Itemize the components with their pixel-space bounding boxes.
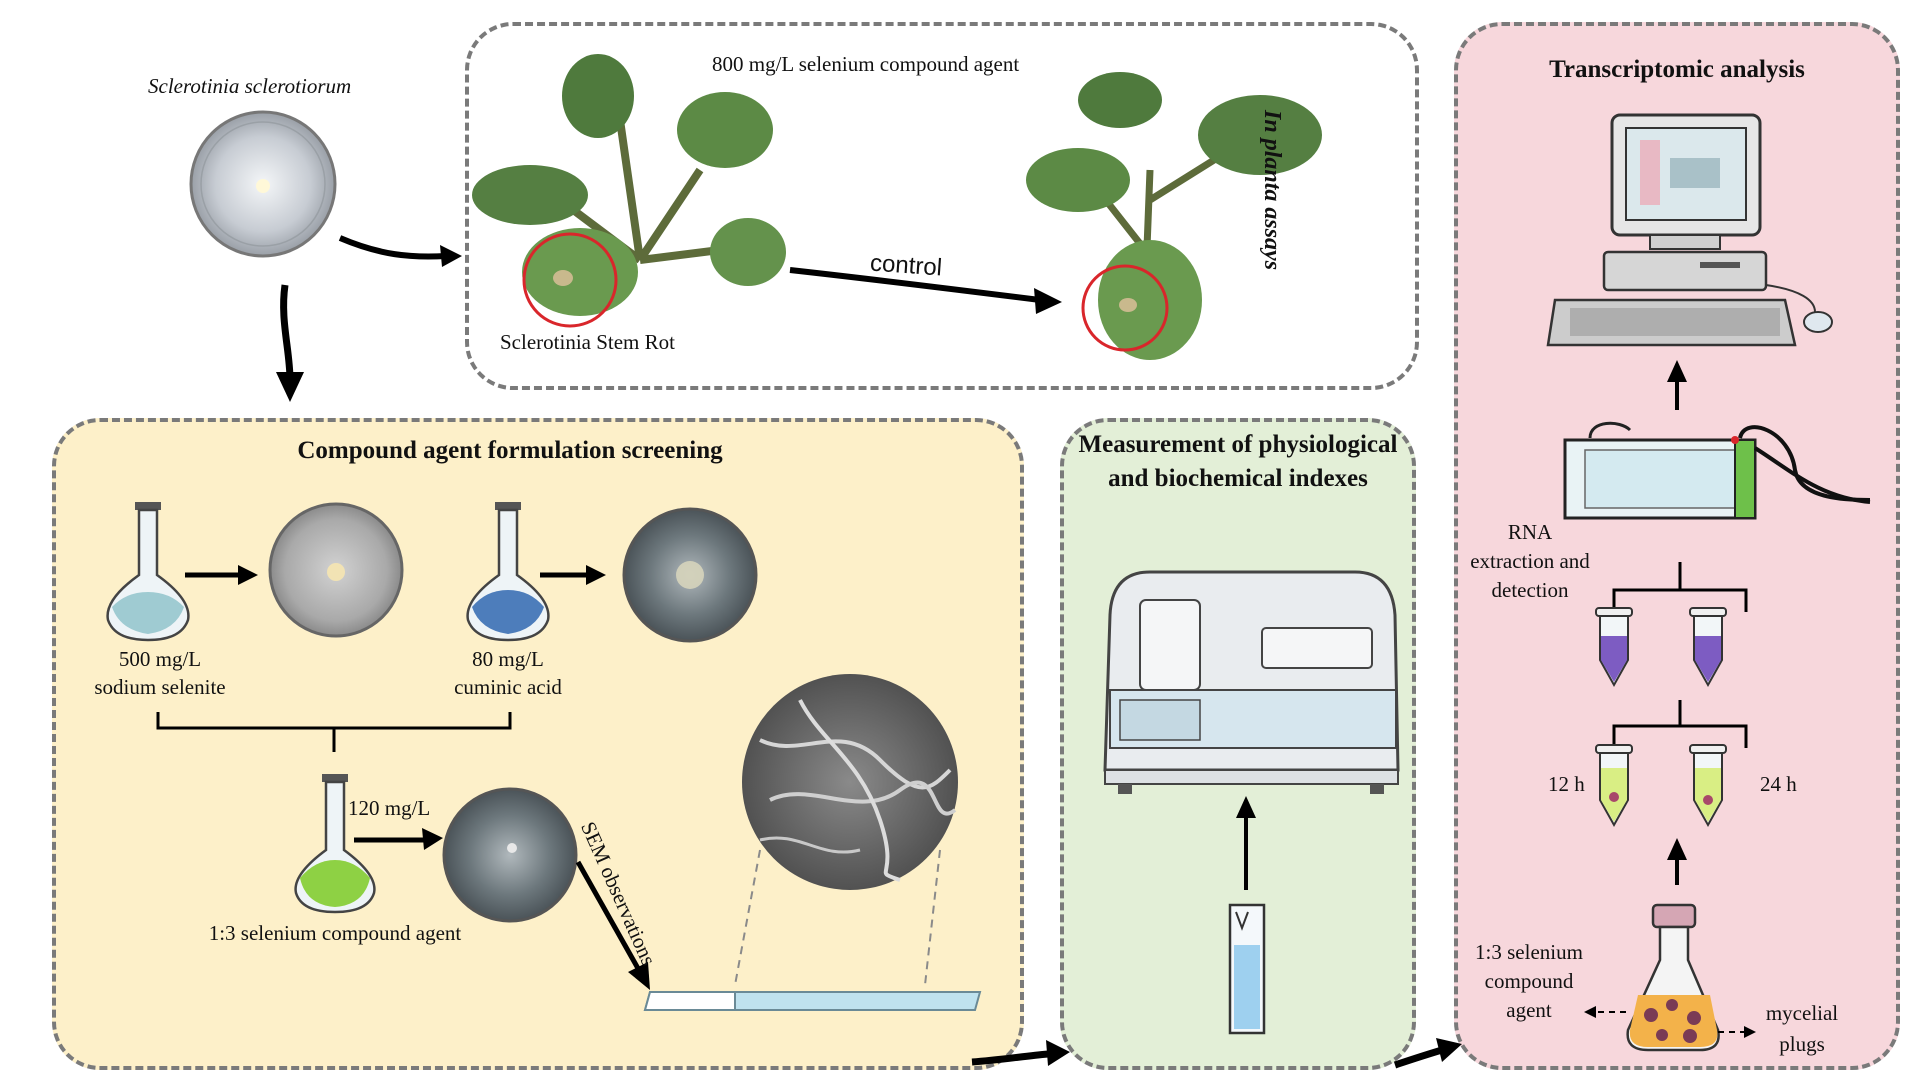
cuminic-acid-dish: [622, 507, 758, 643]
arrow-to-planta: [338, 235, 462, 267]
transcriptomic-title: Transcriptomic analysis: [1549, 56, 1805, 83]
combine-bracket: [156, 712, 512, 752]
pathogen-petri-dish: [189, 110, 337, 258]
spectrophotometer-icon: [1103, 570, 1400, 794]
microscope-slide: [643, 991, 982, 1011]
sodium-selenite-flask: [106, 502, 190, 642]
flask1-conc-label: 500 mg/L: [118, 647, 202, 671]
time-bracket: [1612, 700, 1748, 748]
electrophoresis-icon: [1563, 421, 1871, 520]
time-24h-label: 24 h: [1760, 772, 1797, 796]
combo-flask: [294, 774, 376, 914]
rna-label: RNA extraction and detection: [1470, 520, 1590, 602]
computer-icon: [1546, 113, 1833, 347]
combo-conc-label: 120 mg/L: [348, 796, 431, 820]
sem-arrow: [575, 860, 650, 990]
tube-12h: [1595, 744, 1633, 828]
rna-bracket: [1612, 562, 1748, 612]
arrow-to-transcriptomic: [1393, 1038, 1462, 1069]
combo-dish: [442, 787, 578, 923]
cuminic-acid-flask: [466, 502, 550, 642]
sodium-selenite-dish: [268, 502, 404, 638]
rna-tube-left: [1595, 607, 1633, 688]
infected-plant-image: [472, 54, 786, 328]
mycelial-plugs-label: mycelial plugs: [1765, 1001, 1839, 1056]
flask2-conc-label: 80 mg/L: [472, 647, 544, 671]
measurement-title: Measurement of physiological and biochem…: [1078, 431, 1398, 492]
arrow-cuvette-up: [1236, 796, 1256, 890]
arrow-to-computer: [1667, 360, 1687, 410]
rna-tube-right: [1689, 607, 1727, 688]
time-12h-label: 12 h: [1548, 772, 1585, 796]
plugs-dashed-arrow: [1718, 1026, 1756, 1038]
screening-title: Compound agent formulation screening: [297, 437, 723, 464]
transcriptomic-agent-label: 1:3 selenium compound agent: [1475, 940, 1583, 1022]
control-arrow: [789, 267, 1062, 314]
flask1-name-label: sodium selenite: [94, 675, 226, 699]
combo-name-label: 1:3 selenium compound agent: [208, 921, 462, 945]
flask2-name-label: cuminic acid: [454, 675, 562, 699]
sem-micrograph: [734, 674, 958, 986]
planta-agent-label: 800 mg/L selenium compound agent: [712, 52, 1020, 76]
disease-label: Sclerotinia Stem Rot: [500, 330, 675, 354]
arrow-to-tubes: [1667, 838, 1687, 885]
arrow-combo-dish: [354, 828, 443, 850]
culture-flask: [1626, 903, 1720, 1052]
control-label: control: [869, 249, 943, 282]
arrow-to-measurement: [971, 1040, 1070, 1066]
tube-24h: [1689, 744, 1727, 828]
arrow-to-screening: [276, 284, 304, 402]
cuvette-icon: [1228, 903, 1266, 1035]
treated-plant-image: [1026, 72, 1322, 360]
in-planta-section-label: In planta assays: [1259, 110, 1285, 271]
transcriptomic-panel: [1454, 22, 1900, 1070]
pathogen-species-label: Sclerotinia sclerotiorum: [148, 74, 352, 98]
agent-dashed-arrow: [1584, 1006, 1626, 1018]
arrow-flask2-dish: [540, 565, 606, 585]
arrow-flask1-dish: [185, 565, 258, 585]
